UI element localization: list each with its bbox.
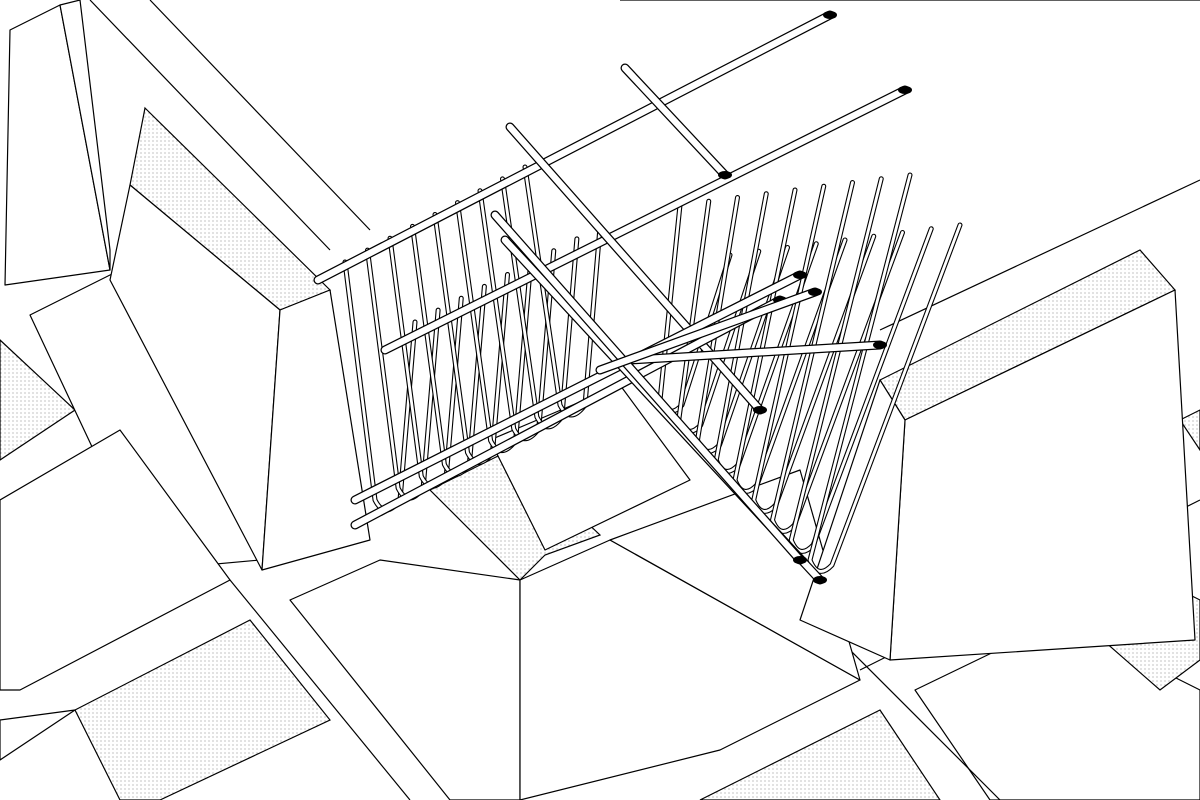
ground-slab-hatched: [1179, 409, 1200, 452]
ground-slab-hatched: [74, 619, 331, 800]
rebar-cage: [313, 10, 963, 585]
pedestal-left: [109, 106, 371, 571]
pedestal-top-left: [4, 0, 111, 286]
ground-slab: [0, 709, 76, 761]
right-stirrup-fill: [808, 173, 962, 573]
ground-slab-hatched: [0, 339, 76, 461]
grid-line: [229, 579, 411, 800]
front-rod-fill: [626, 341, 884, 364]
ground-slab-hatched: [699, 709, 941, 800]
cross-rod-fill: [621, 64, 729, 179]
cross-rod-end: [718, 171, 732, 179]
grid-line: [879, 179, 1200, 331]
pedestal-right: [799, 249, 1196, 661]
diagonal-rod-fill: [491, 211, 804, 564]
top-rod-fill: [314, 11, 834, 284]
cross-rod-end: [753, 406, 767, 414]
diagonal-rod-end: [813, 576, 827, 584]
top-rod-end: [823, 11, 837, 19]
end-rod-end: [808, 288, 822, 296]
bottom-rod-end: [793, 271, 807, 279]
grid-line: [829, 629, 1001, 800]
front-rod-end: [873, 341, 887, 349]
grid-line: [89, 0, 331, 251]
top-rod-fill: [381, 86, 909, 354]
bottom-rod-fill: [351, 271, 804, 504]
bottom-rod-fill: [351, 296, 784, 529]
diagonal-rod-end: [793, 556, 807, 564]
grid-line: [149, 0, 371, 231]
ground-slab: [289, 559, 521, 800]
ground-slab: [0, 429, 231, 691]
end-rod-fill: [596, 288, 819, 374]
cross-rod-fill: [506, 123, 764, 414]
top-rod-end: [898, 86, 912, 94]
